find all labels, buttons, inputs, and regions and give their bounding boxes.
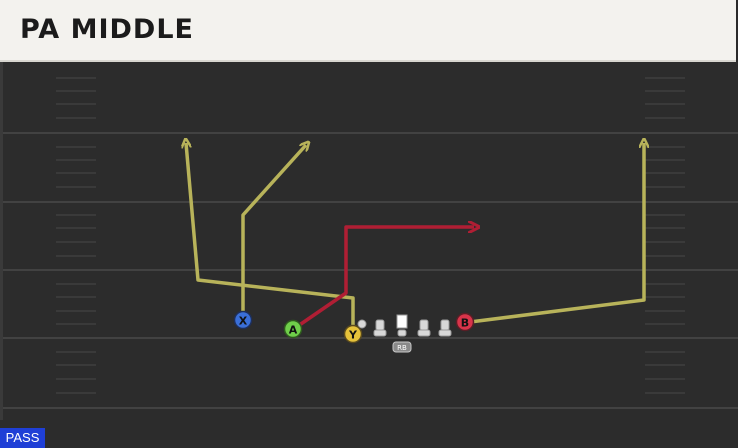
route-y	[186, 143, 355, 328]
hash-marks-right	[645, 77, 685, 394]
hash-marks-left	[56, 77, 96, 394]
running-back: RB	[392, 341, 412, 353]
player-b: B	[455, 312, 475, 332]
player-y-label: Y	[348, 329, 358, 342]
lineman-rt	[438, 319, 452, 337]
player-x-label: X	[239, 315, 248, 328]
lineman-rg	[417, 319, 431, 337]
play-field	[0, 62, 738, 448]
player-x: X	[233, 310, 253, 330]
play-title: PA MIDDLE	[20, 14, 194, 45]
lineman-lg	[357, 319, 367, 329]
route-a	[297, 227, 474, 328]
lineman-c	[396, 314, 408, 337]
play-type-badge: PASS	[0, 428, 45, 448]
field-left-border	[0, 62, 3, 420]
route-b	[469, 143, 644, 324]
player-a-label: A	[289, 324, 298, 337]
route-x	[241, 145, 306, 316]
yard-lines	[3, 132, 738, 409]
player-b-label: B	[461, 317, 469, 330]
lineman-lt	[373, 319, 387, 337]
player-y: Y	[343, 324, 363, 344]
player-a: A	[283, 319, 303, 339]
offensive-line	[357, 314, 452, 337]
rb-label: RB	[397, 344, 407, 352]
play-header: PA MIDDLE	[0, 0, 736, 62]
